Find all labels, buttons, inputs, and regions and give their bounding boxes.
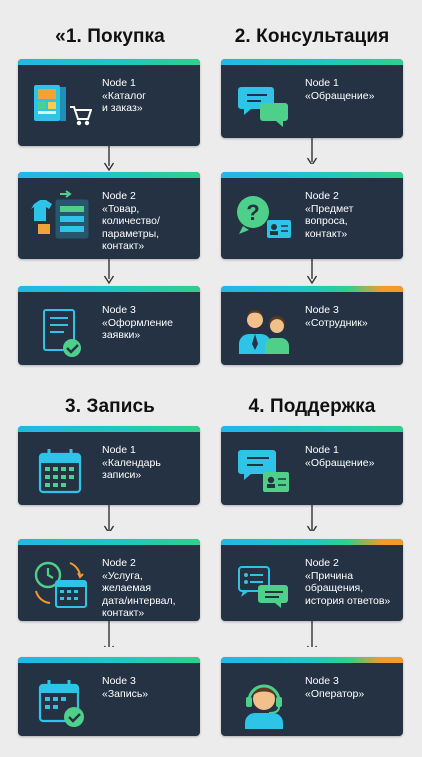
section-title-purchase: «1. Покупка [55,26,165,47]
question-contact-icon: ? [233,190,295,246]
node-description: «Запись» [102,687,149,700]
consultation-node-2: ? Node 2 «Предмет вопроса, контакт» [221,172,403,259]
node-label: Node 3 [102,675,136,687]
node-label: Node 1 [305,77,339,89]
section-title-consultation: 2. Консультация [234,26,390,47]
clock-calendar-icon [30,557,92,613]
consultation-node-1: Node 1 «Обращение» [221,59,403,138]
support-node-3: Node 3 «Оператор» [221,657,403,736]
form-check-icon [30,304,92,360]
flow-arrow [306,505,318,531]
purchase-node-1: Node 1 «Каталог и заказ» [18,59,200,146]
node-label: Node 2 [305,557,339,569]
purchase-node-3: Node 3 «Оформление заявки» [18,286,200,365]
flow-arrow [103,621,115,647]
node-description: «Предмет вопроса, контакт» [305,202,354,240]
node-description: «Каталог и заказ» [102,89,147,115]
node-label: Node 3 [305,675,339,687]
node-label: Node 2 [102,557,136,569]
node-label: Node 2 [305,190,339,202]
node-description: «Товар, количество/ параметры, контакт» [102,202,160,253]
node-description: «Причина обращения, история ответов» [305,569,391,607]
node-label: Node 3 [305,304,339,316]
node-description: «Оформление заявки» [102,316,174,342]
support-node-1: Node 1 «Обращение» [221,426,403,505]
purchase-node-2: Node 2 «Товар, количество/ параметры, ко… [18,172,200,259]
support-node-2: Node 2 «Причина обращения, история ответ… [221,539,403,621]
consultation-node-3: Node 3 «Сотрудник» [221,286,403,365]
chat-bubbles-icon [233,77,295,133]
svg-text:?: ? [246,200,259,225]
section-title-support: 4. Поддержка [248,396,376,417]
chat-history-icon [233,557,295,613]
chat-contact-icon [233,444,295,500]
flow-arrow [103,505,115,531]
booking-node-1: Node 1 «Календарь записи» [18,426,200,505]
node-label: Node 2 [102,190,136,202]
catalog-cart-icon [30,77,92,133]
node-description: «Оператор» [305,687,365,700]
section-title-booking: 3. Запись [65,396,155,417]
node-description: «Сотрудник» [305,316,368,329]
booking-node-3: Node 3 «Запись» [18,657,200,736]
node-description: «Обращение» [305,456,375,469]
node-label: Node 1 [102,77,136,89]
flow-arrow [306,259,318,285]
calendar-icon [30,444,92,500]
flow-arrow [103,146,115,172]
flow-arrow [306,621,318,647]
node-description: «Календарь записи» [102,456,161,482]
node-description: «Услуга, желаемая дата/интервал, контакт… [102,569,176,620]
node-label: Node 3 [102,304,136,316]
staff-people-icon [233,304,295,360]
node-description: «Обращение» [305,89,375,102]
product-form-icon [30,190,92,246]
flow-arrow [103,259,115,285]
node-label: Node 1 [305,444,339,456]
booking-node-2: Node 2 «Услуга, желаемая дата/интервал, … [18,539,200,621]
calendar-check-icon [30,675,92,731]
node-label: Node 1 [102,444,136,456]
flow-arrow [306,138,318,164]
operator-headset-icon [233,675,295,731]
